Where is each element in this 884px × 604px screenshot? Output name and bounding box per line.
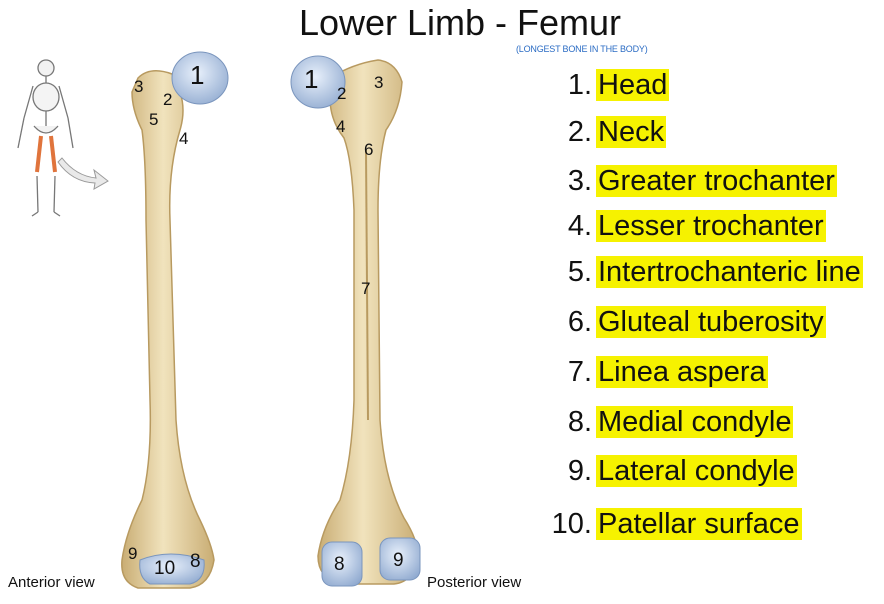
legend-item-patellar-surface: 10.Patellar surface (538, 507, 802, 541)
anterior-marker-5: 5 (149, 110, 158, 129)
legend-label: Medial condyle (596, 406, 794, 438)
posterior-marker-2: 2 (337, 84, 346, 103)
legend-number: 6. (567, 306, 592, 338)
legend-number: 5. (567, 256, 592, 288)
legend-item-intertrochanteric-line: 5.Intertrochanteric line (538, 255, 863, 289)
posterior-marker-6: 6 (364, 140, 373, 159)
anterior-marker-9: 9 (128, 544, 137, 563)
legend-label: Lesser trochanter (596, 210, 826, 242)
page-subtitle: (LONGEST BONE IN THE BODY) (516, 44, 648, 54)
posterior-marker-3: 3 (374, 73, 383, 92)
legend-number: 7. (567, 356, 592, 388)
posterior-marker-9: 9 (393, 550, 404, 571)
anterior-view-label: Anterior view (8, 574, 95, 591)
legend-number: 8. (567, 406, 592, 438)
legend-number: 3. (567, 165, 592, 197)
legend-item-head: 1.Head (538, 68, 670, 102)
posterior-marker-4: 4 (336, 117, 345, 136)
anterior-marker-10: 10 (154, 558, 175, 579)
legend-number: 10. (551, 508, 592, 540)
pointer-arrow-icon (57, 157, 109, 190)
posterior-view-label: Posterior view (427, 574, 522, 591)
legend-label: Lateral condyle (596, 455, 797, 487)
posterior-femur (290, 55, 421, 587)
legend-item-gluteal-tuberosity: 6.Gluteal tuberosity (538, 305, 826, 339)
legend-label: Linea aspera (596, 356, 768, 388)
posterior-marker-8: 8 (334, 554, 345, 575)
legend-label: Intertrochanteric line (596, 256, 863, 288)
legend-label: Head (596, 69, 670, 101)
posterior-marker-7: 7 (361, 279, 370, 298)
anterior-marker-8: 8 (190, 551, 201, 572)
legend-item-lesser-trochanter: 4.Lesser trochanter (538, 209, 826, 243)
legend-number: 1. (567, 69, 592, 101)
legend-number: 9. (567, 455, 592, 487)
legend-item-neck: 2.Neck (538, 115, 667, 149)
skeleton-thumbnail-icon (17, 59, 74, 217)
anterior-femur (121, 51, 229, 589)
legend-label: Patellar surface (596, 508, 802, 540)
legend-number: 2. (567, 116, 592, 148)
legend-label: Greater trochanter (596, 165, 837, 197)
legend-label: Gluteal tuberosity (596, 306, 826, 338)
legend-item-medial-condyle: 8.Medial condyle (538, 405, 794, 439)
posterior-marker-1: 1 (304, 64, 318, 94)
anterior-marker-4: 4 (179, 129, 188, 148)
anterior-marker-1: 1 (190, 60, 204, 90)
legend-number: 4. (567, 210, 592, 242)
page-title: Lower Limb - Femur (298, 2, 622, 43)
legend-item-linea-aspera: 7.Linea aspera (538, 355, 768, 389)
anterior-marker-3: 3 (134, 77, 143, 96)
legend-item-greater-trochanter: 3.Greater trochanter (538, 164, 837, 198)
legend-item-lateral-condyle: 9.Lateral condyle (538, 454, 797, 488)
anterior-marker-2: 2 (163, 90, 172, 109)
legend-label: Neck (596, 116, 667, 148)
